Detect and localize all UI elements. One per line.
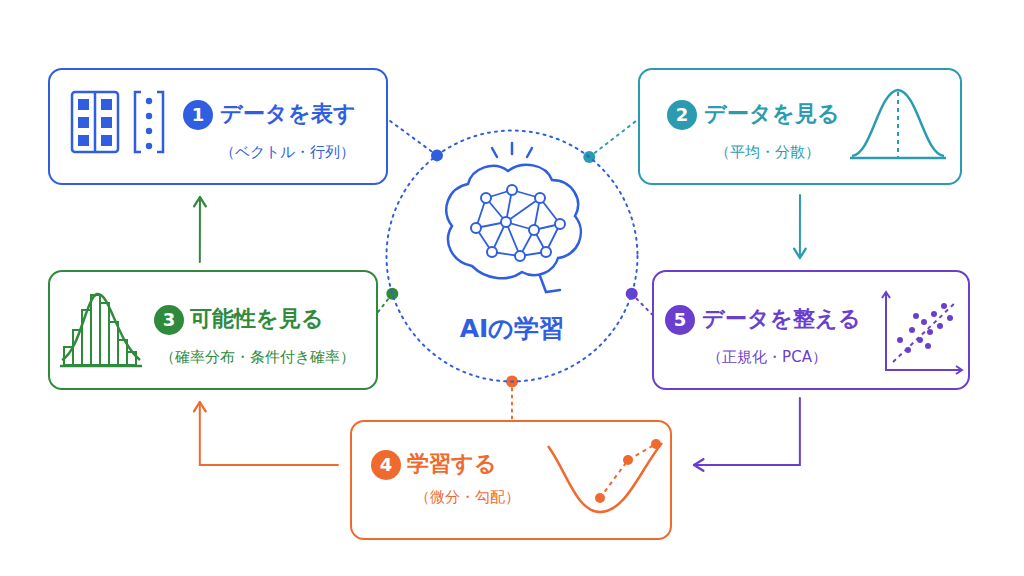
step-subtitle: （ベクトル・行列） [177, 141, 397, 163]
dotted-link [589, 119, 638, 157]
step-title: 学習する [407, 448, 557, 480]
histogram-icon [60, 294, 142, 366]
link-dot [386, 288, 398, 300]
bell-curve-icon [850, 90, 946, 158]
step-box: 4学習する （微分・勾配） [350, 420, 672, 540]
hub-label: AIの学習 [412, 312, 612, 346]
step-number: 1 [183, 100, 213, 130]
scatter-icon [882, 292, 962, 374]
step-number: 3 [154, 305, 184, 335]
step-subtitle: （平均・分散） [657, 141, 877, 163]
step-box: 1データを表す（ベクトル・行列） [48, 68, 388, 185]
step-subtitle: （微分・勾配） [357, 486, 577, 508]
step-title: 可能性を見る [190, 303, 370, 335]
flow-arrow [200, 402, 338, 465]
vector-icon [135, 92, 163, 152]
step-number: 4 [371, 450, 401, 480]
step-number: 2 [667, 100, 697, 130]
brain-icon [446, 143, 580, 292]
step-title: データを整える [702, 303, 882, 335]
flow-arrow [694, 398, 800, 465]
gradient-curve-icon [548, 439, 662, 512]
step-box: 5データを整える （正規化・PCA） [652, 270, 970, 390]
dashed-circle [385, 129, 639, 383]
center-hub: AIの学習 [385, 129, 639, 383]
flow-arrow [199, 197, 201, 262]
flow-arrow [799, 195, 801, 258]
step-subtitle: （正規化・PCA） [657, 346, 877, 368]
matrix-icon [72, 92, 118, 152]
link-dot [626, 288, 638, 300]
step-number: 5 [665, 305, 695, 335]
step-subtitle: （確率分布・条件付き確率） [142, 346, 372, 368]
step-title: データを見る [704, 98, 869, 130]
step-box: 3可能性を見る （確率分布・条件付き確率） [48, 270, 378, 390]
step-box: 2データを見る （平均・分散） [638, 68, 962, 185]
dotted-link [388, 119, 437, 155]
step-title: データを表す [220, 98, 385, 130]
